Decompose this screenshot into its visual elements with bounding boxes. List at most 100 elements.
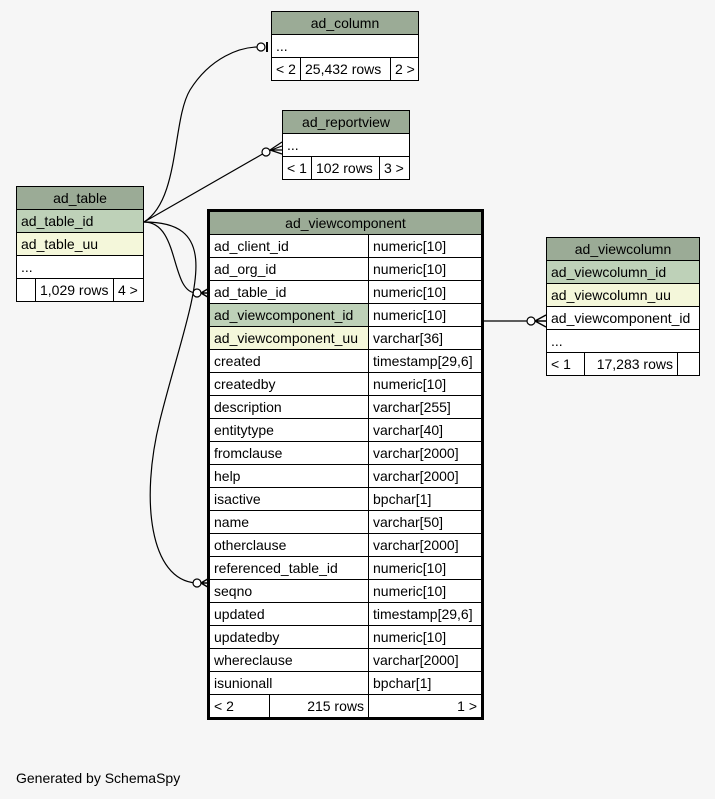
link-crowfoot — [269, 141, 283, 155]
column-name: ad_viewcomponent_id — [209, 303, 369, 327]
table-title[interactable]: ad_table — [15, 186, 145, 210]
column-type: varchar[36] — [368, 326, 482, 350]
link-crowfoot — [534, 314, 547, 328]
column-ad-table-uu: ad_table_uu — [15, 232, 145, 256]
column-type: numeric[10] — [368, 303, 482, 327]
column-name: updated — [209, 602, 369, 626]
column-type: numeric[10] — [368, 234, 482, 258]
column-name: name — [209, 510, 369, 534]
column-type: numeric[10] — [368, 280, 482, 304]
column-type: varchar[2000] — [368, 533, 482, 557]
row-count: 1,029 rows — [35, 278, 114, 302]
table-title[interactable]: ad_viewcomponent — [209, 211, 482, 235]
table-ad-table[interactable]: ad_table ad_table_id ad_table_uu ... 1,0… — [15, 186, 145, 302]
column-name: whereclause — [209, 648, 369, 672]
column-ellipsis: ... — [281, 133, 411, 157]
column-type: varchar[2000] — [368, 441, 482, 465]
column-name: created — [209, 349, 369, 373]
column-type: timestamp[29,6] — [368, 602, 482, 626]
column-name: referenced_table_id — [209, 556, 369, 580]
column-ad-viewcolumn-id: ad_viewcolumn_id — [546, 260, 700, 284]
column-name: ad_viewcomponent_uu — [209, 326, 369, 350]
column-name: help — [209, 464, 369, 488]
column-type: numeric[10] — [368, 257, 482, 281]
table-title[interactable]: ad_column — [270, 11, 420, 35]
column-ellipsis: ... — [15, 255, 145, 279]
column-type: varchar[2000] — [368, 464, 482, 488]
link-ad-table-ad-table-id — [143, 221, 197, 294]
column-type: numeric[10] — [368, 372, 482, 396]
table-ad-column[interactable]: ad_column ... < 2 25,432 rows 2 > — [270, 11, 420, 81]
link-end-circle — [256, 42, 266, 52]
column-name: seqno — [209, 579, 369, 603]
column-type: numeric[10] — [368, 625, 482, 649]
column-type: varchar[2000] — [368, 648, 482, 672]
column-name: otherclause — [209, 533, 369, 557]
column-name: updatedby — [209, 625, 369, 649]
row-count: 215 rows — [269, 694, 369, 718]
parents-link[interactable]: < 1 — [546, 352, 585, 376]
table-ad-reportview[interactable]: ad_reportview ... < 1 102 rows 3 > — [281, 110, 411, 180]
column-type: numeric[10] — [368, 556, 482, 580]
link-ad-table-referenced-table-id — [143, 221, 197, 584]
column-name: isunionall — [209, 671, 369, 695]
column-ad-viewcolumn-uu: ad_viewcolumn_uu — [546, 283, 700, 307]
column-ellipsis: ... — [546, 329, 700, 353]
children-link — [677, 352, 700, 376]
column-name: fromclause — [209, 441, 369, 465]
column-name: description — [209, 395, 369, 419]
link-ad-table-ad-column — [143, 46, 263, 223]
column-type: varchar[40] — [368, 418, 482, 442]
row-count: 102 rows — [311, 156, 380, 180]
column-type: bpchar[1] — [368, 671, 482, 695]
column-type: numeric[10] — [368, 579, 482, 603]
parents-link[interactable]: < 1 — [282, 156, 312, 180]
link-end-circle — [526, 316, 536, 326]
column-ad-table-id: ad_table_id — [15, 209, 145, 233]
column-name: ad_table_id — [209, 280, 369, 304]
parents-link — [16, 278, 36, 302]
children-link[interactable]: 1 > — [368, 694, 482, 718]
column-type: bpchar[1] — [368, 487, 482, 511]
row-count: 25,432 rows — [300, 57, 391, 81]
column-name: createdby — [209, 372, 369, 396]
row-count: 17,283 rows — [584, 352, 678, 376]
children-link[interactable]: 2 > — [389, 57, 420, 81]
table-ad-viewcolumn[interactable]: ad_viewcolumn ad_viewcolumn_id ad_viewco… — [546, 237, 700, 376]
parents-link[interactable]: < 2 — [209, 694, 270, 718]
column-ellipsis: ... — [270, 34, 420, 58]
parents-link[interactable]: < 2 — [271, 57, 301, 81]
table-title[interactable]: ad_reportview — [281, 110, 411, 134]
column-type: timestamp[29,6] — [368, 349, 482, 373]
column-name: entitytype — [209, 418, 369, 442]
column-ad-viewcomponent-id: ad_viewcomponent_id — [546, 306, 700, 330]
table-title[interactable]: ad_viewcolumn — [546, 237, 700, 261]
column-name: isactive — [209, 487, 369, 511]
generated-by-note: Generated by SchemaSpy — [16, 770, 181, 786]
children-link[interactable]: 3 > — [378, 156, 411, 180]
children-link[interactable]: 4 > — [112, 278, 145, 302]
